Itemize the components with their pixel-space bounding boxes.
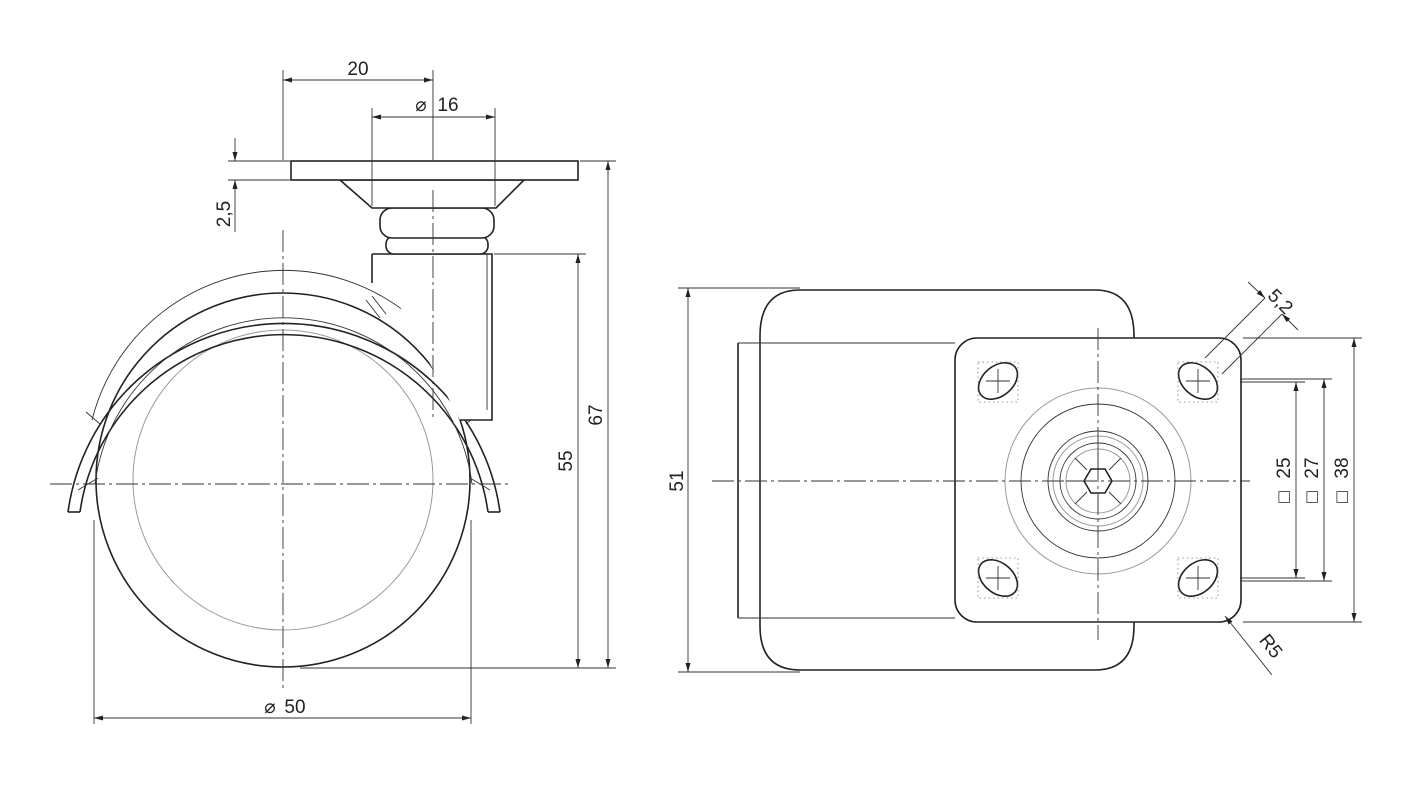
square-symbol: □ bbox=[1274, 491, 1295, 503]
dim-label-27: 27 bbox=[1302, 457, 1323, 478]
dim-corner-radius: R5 bbox=[1224, 615, 1287, 676]
dim-label-5-2: 5,2 bbox=[1263, 285, 1297, 319]
top-view: 51 5,2 R5 □ 25 □ bbox=[667, 281, 1362, 676]
dim-label-20: 20 bbox=[347, 59, 368, 80]
dim-wheel-width-51: 51 bbox=[667, 287, 800, 673]
mounting-hole-top-left bbox=[977, 361, 1019, 401]
dim-label-16: 16 bbox=[437, 95, 458, 116]
mounting-hole-top-right bbox=[1177, 361, 1219, 401]
dim-offset-20: 20 bbox=[282, 59, 434, 160]
square-symbol: □ bbox=[1332, 491, 1353, 503]
mounting-hole-bottom-left bbox=[977, 558, 1019, 598]
hole-pattern-guides bbox=[977, 361, 1219, 599]
dim-height-67: 67 bbox=[580, 160, 616, 668]
dim-label-50: 50 bbox=[284, 697, 305, 718]
dim-label-r5: R5 bbox=[1255, 631, 1287, 663]
dim-stem-diameter: ⌀ 16 bbox=[371, 95, 496, 206]
dim-label-67: 67 bbox=[586, 404, 607, 425]
dim-plate-thickness: 2,5 bbox=[214, 138, 290, 232]
dim-square-pattern: □ 25 □ 27 □ 38 bbox=[1240, 337, 1362, 623]
swivel-bracket bbox=[290, 160, 579, 421]
dim-label-55: 55 bbox=[556, 450, 577, 471]
mounting-hole-bottom-right bbox=[1177, 558, 1219, 598]
dim-label-38: 38 bbox=[1332, 457, 1353, 478]
square-symbol: □ bbox=[1302, 491, 1323, 503]
dim-label-51: 51 bbox=[667, 470, 688, 491]
diameter-symbol: ⌀ bbox=[264, 697, 275, 718]
dim-wheel-diameter: ⌀ 50 bbox=[93, 520, 472, 724]
dim-label-2-5: 2,5 bbox=[214, 201, 235, 227]
dim-height-55: 55 bbox=[300, 253, 616, 669]
side-view: 20 ⌀ 16 2,5 55 67 bbox=[50, 59, 616, 724]
diameter-symbol: ⌀ bbox=[415, 95, 426, 116]
dim-label-25: 25 bbox=[1274, 457, 1295, 478]
